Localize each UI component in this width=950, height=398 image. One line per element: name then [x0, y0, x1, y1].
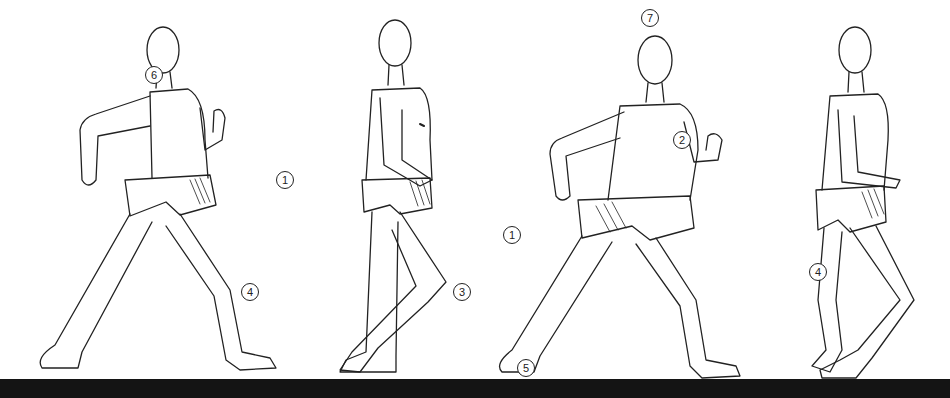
callout-number: 7: [641, 9, 659, 27]
callout-number: 5: [517, 359, 535, 377]
callout-number: 3: [453, 283, 471, 301]
walker-figure: [40, 27, 276, 370]
callout-number: 1: [503, 226, 521, 244]
ground-band: [0, 379, 950, 398]
callout-number: 2: [673, 131, 691, 149]
callout-number: 4: [241, 283, 259, 301]
callout-number: 1: [276, 171, 294, 189]
walker-figure: [500, 36, 740, 378]
walker-figure: [340, 20, 446, 372]
callout-number: 4: [809, 263, 827, 281]
callout-number: 6: [145, 66, 163, 84]
walker-figure: [812, 27, 914, 378]
